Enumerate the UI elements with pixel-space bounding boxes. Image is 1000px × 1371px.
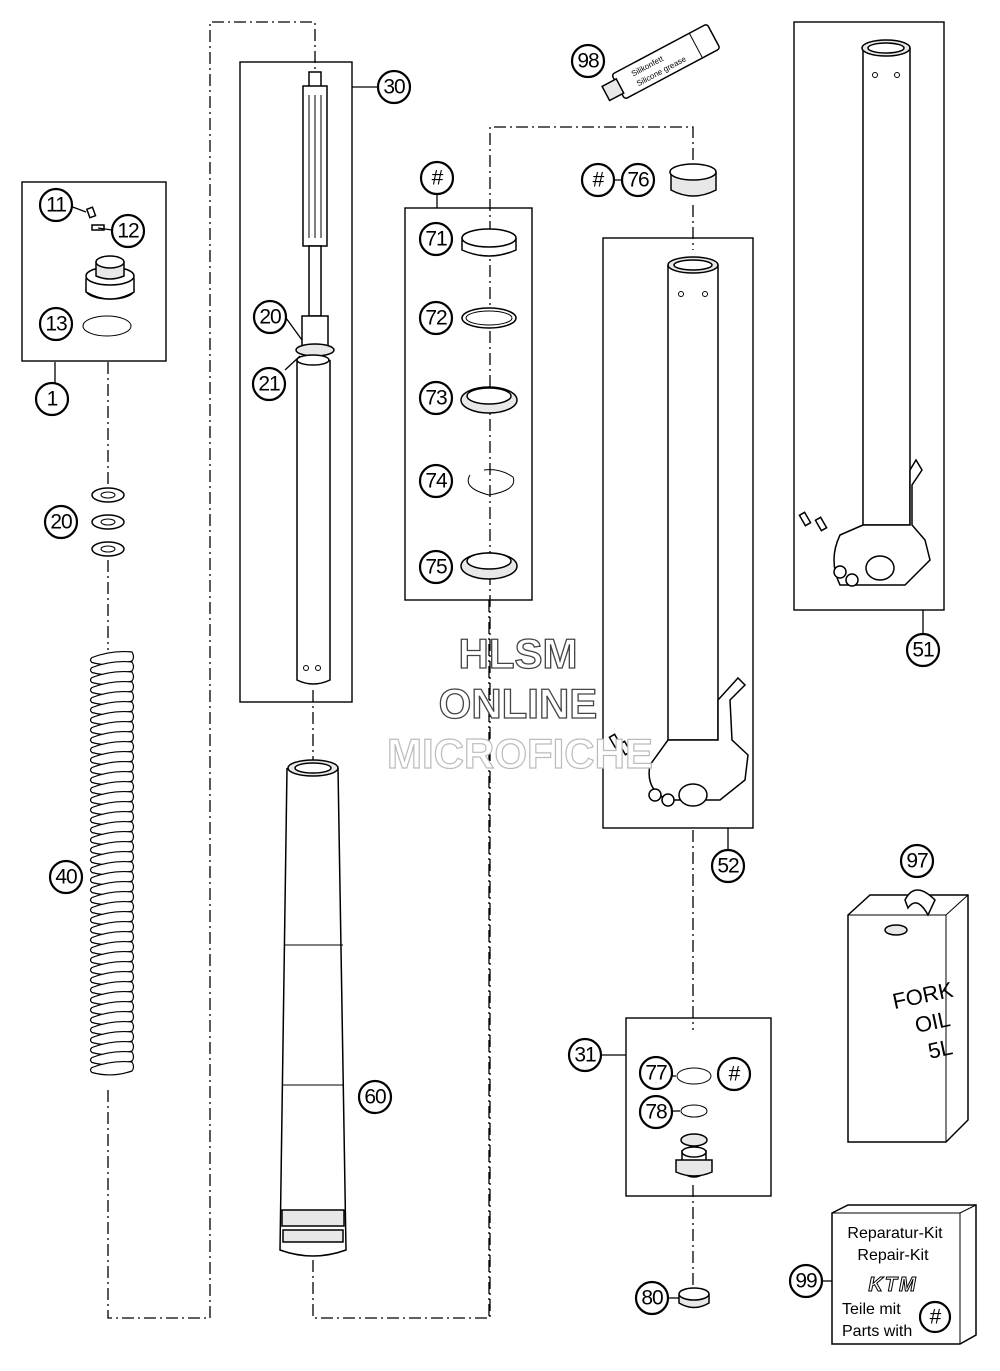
repair-kit-parts-de: Teile mit bbox=[842, 1301, 901, 1318]
svg-text:13: 13 bbox=[45, 313, 67, 336]
svg-text:#: # bbox=[593, 169, 605, 192]
callout-72: 72 bbox=[418, 300, 454, 336]
svg-text:52: 52 bbox=[717, 855, 739, 878]
leader-lines bbox=[54, 86, 924, 1299]
callout-11: 11 bbox=[38, 187, 74, 223]
callout-74: 74 bbox=[418, 463, 454, 499]
svg-text:30: 30 bbox=[383, 76, 405, 99]
outer-tube-52 bbox=[608, 256, 749, 807]
callout-76: 76 bbox=[620, 162, 656, 198]
svg-text:11: 11 bbox=[46, 194, 66, 217]
outer-tube-51 bbox=[798, 39, 931, 587]
fork-spring bbox=[89, 650, 135, 1076]
svg-text:74: 74 bbox=[425, 470, 448, 493]
callout-75: 75 bbox=[418, 549, 454, 585]
watermark-line-3: MICROFICHE bbox=[387, 730, 653, 777]
box-outer-tube-52 bbox=[602, 237, 754, 829]
box-cap-assembly bbox=[21, 181, 167, 362]
inner-tube bbox=[279, 759, 347, 1257]
svg-text:77: 77 bbox=[645, 1062, 667, 1085]
svg-text:20: 20 bbox=[50, 511, 72, 534]
callout-13: 13 bbox=[38, 306, 74, 342]
svg-text:98: 98 bbox=[577, 50, 599, 73]
shim-washers bbox=[91, 487, 125, 557]
compression-valve-parts bbox=[675, 1067, 713, 1178]
watermark-line-2: ONLINE bbox=[439, 680, 598, 727]
callout-hash-77: # bbox=[716, 1056, 752, 1092]
svg-text:12: 12 bbox=[117, 220, 139, 243]
svg-text:60: 60 bbox=[364, 1086, 386, 1109]
svg-text:21: 21 bbox=[258, 373, 280, 396]
callout-97: 97 bbox=[899, 843, 935, 879]
svg-text:75: 75 bbox=[425, 556, 447, 579]
svg-text:99: 99 bbox=[795, 1270, 817, 1293]
callout-20-shims: 20 bbox=[43, 504, 79, 540]
bushing-seal-parts bbox=[460, 228, 518, 580]
svg-text:31: 31 bbox=[574, 1044, 596, 1067]
callout-98: 98 bbox=[570, 43, 606, 79]
callout-31: 31 bbox=[567, 1037, 603, 1073]
svg-text:71: 71 bbox=[425, 228, 447, 251]
svg-text:73: 73 bbox=[425, 387, 447, 410]
svg-text:40: 40 bbox=[55, 866, 77, 889]
svg-text:#: # bbox=[432, 167, 444, 190]
svg-text:97: 97 bbox=[906, 850, 928, 873]
callout-99: 99 bbox=[788, 1263, 824, 1299]
repair-kit-title-en: Repair-Kit bbox=[857, 1247, 929, 1264]
assembly-lines bbox=[107, 21, 694, 1319]
callout-12: 12 bbox=[110, 213, 146, 249]
grease-tube: Silikonfett Silicone grease bbox=[601, 24, 720, 102]
damping-cartridge bbox=[295, 71, 335, 685]
guide-bushing-76 bbox=[669, 163, 717, 197]
ktm-logo: KTM bbox=[868, 1274, 917, 1296]
callout-hash-kit: # bbox=[419, 160, 455, 196]
callout-60: 60 bbox=[357, 1079, 393, 1115]
callout-hash-76: # bbox=[580, 162, 616, 198]
group-boxes bbox=[21, 21, 945, 1197]
box-bushing-kit bbox=[404, 207, 533, 601]
callout-52: 52 bbox=[710, 848, 746, 884]
callouts: 11 12 13 1 20 40 30 20 21 60 # 71 72 73 … bbox=[34, 43, 941, 1316]
spring-coil bbox=[89, 1060, 135, 1076]
plug-80 bbox=[678, 1287, 710, 1309]
svg-text:76: 76 bbox=[627, 169, 649, 192]
repair-kit-card: Reparatur-Kit Repair-Kit KTM Teile mit P… bbox=[831, 1204, 977, 1345]
callout-71: 71 bbox=[418, 221, 454, 257]
fork-cap-part bbox=[82, 206, 135, 337]
box-cartridge bbox=[239, 61, 353, 703]
callout-51: 51 bbox=[905, 632, 941, 668]
fork-oil-can: FORK OIL 5L bbox=[847, 889, 969, 1143]
callout-20-cartridge: 20 bbox=[252, 299, 288, 335]
svg-text:#: # bbox=[729, 1063, 741, 1086]
svg-text:51: 51 bbox=[912, 639, 934, 662]
watermark-line-1: HLSM bbox=[459, 630, 578, 677]
callout-40: 40 bbox=[48, 859, 84, 895]
callout-77: 77 bbox=[638, 1055, 674, 1091]
callout-21: 21 bbox=[251, 366, 287, 402]
repair-kit-parts-en: Parts with bbox=[842, 1323, 912, 1340]
callout-1: 1 bbox=[34, 381, 70, 417]
svg-text:78: 78 bbox=[645, 1101, 667, 1124]
svg-text:72: 72 bbox=[425, 307, 447, 330]
box-outer-tube-51 bbox=[793, 21, 945, 611]
box-compression-valve bbox=[625, 1017, 772, 1197]
callout-73: 73 bbox=[418, 380, 454, 416]
watermark: HLSM ONLINE MICROFICHE bbox=[386, 629, 653, 777]
repair-kit-title-de: Reparatur-Kit bbox=[847, 1225, 943, 1242]
svg-text:80: 80 bbox=[641, 1287, 663, 1310]
repair-kit-hash: # bbox=[930, 1306, 942, 1329]
svg-text:1: 1 bbox=[47, 388, 58, 411]
svg-text:20: 20 bbox=[259, 306, 281, 329]
callout-78: 78 bbox=[638, 1094, 674, 1130]
callout-30: 30 bbox=[376, 69, 412, 105]
callout-80: 80 bbox=[634, 1280, 670, 1316]
oil-can-label-3: 5L bbox=[926, 1034, 955, 1064]
